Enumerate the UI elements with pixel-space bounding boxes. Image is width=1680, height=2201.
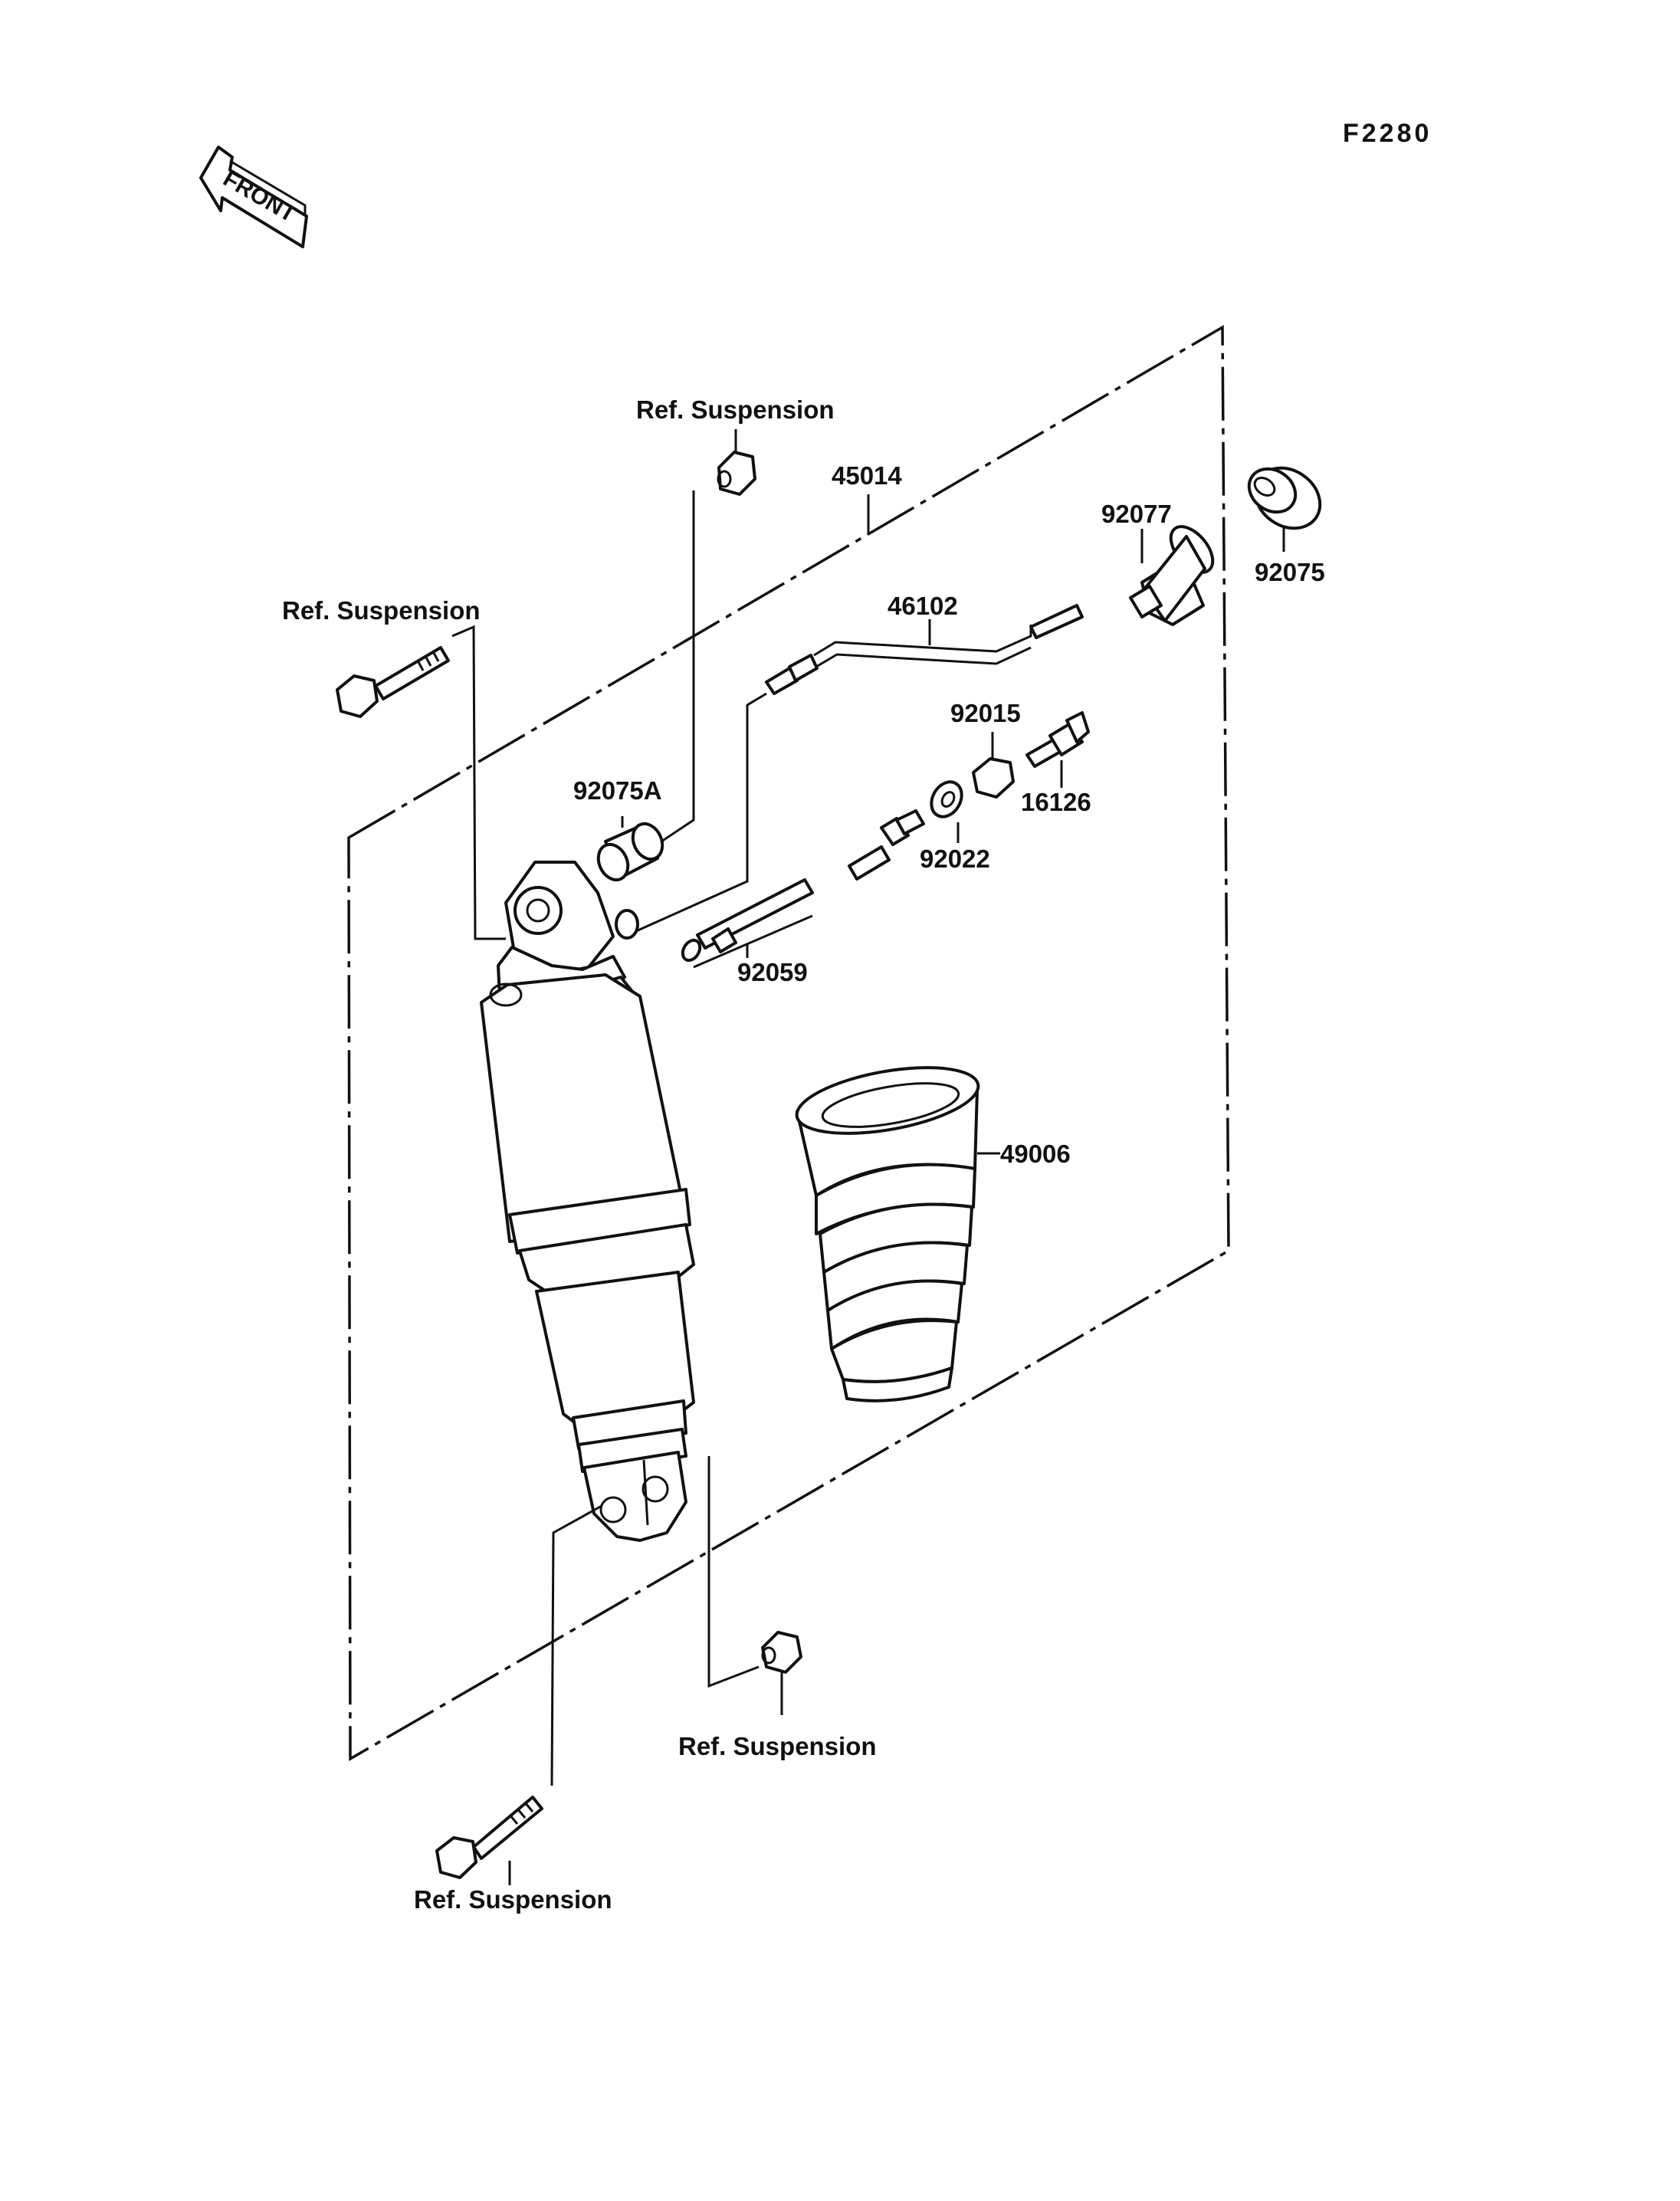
bottom-nut-icon: [761, 1631, 802, 1674]
label-45014: 45014: [832, 461, 902, 490]
adjuster-92077-icon: [1129, 525, 1215, 626]
label-92075: 92075: [1255, 558, 1325, 586]
label-92015: 92015: [950, 699, 1021, 727]
label-ref-suspension-top-bolt: Ref. Suspension: [282, 596, 481, 625]
label-92059: 92059: [737, 958, 808, 986]
label-ref-suspension-bottom-nut: Ref. Suspension: [678, 1732, 877, 1760]
front-arrow-icon: FRONT: [199, 146, 308, 248]
label-49006: 49006: [1000, 1140, 1071, 1168]
label-ref-suspension-top-nut: Ref. Suspension: [636, 395, 835, 424]
boot-49006-icon: [795, 1066, 980, 1402]
label-92077: 92077: [1101, 500, 1172, 528]
nut-92015-icon: [972, 757, 1015, 799]
assembly-outline: [347, 324, 1230, 1762]
valve-16126-icon: [1025, 711, 1090, 768]
label-ref-suspension-bottom-bolt: Ref. Suspension: [414, 1885, 612, 1914]
hose-92059-icon: [681, 809, 925, 963]
bushing-92075A-icon: [596, 822, 664, 882]
label-46102: 46102: [888, 592, 958, 620]
grommet-92075-icon: [1247, 466, 1322, 530]
bottom-bolt-icon: [435, 1796, 543, 1879]
shock-absorber-icon: [480, 861, 695, 1542]
figure-code: F2280: [1343, 119, 1432, 148]
top-bolt-icon: [336, 646, 450, 718]
label-16126: 16126: [1021, 788, 1091, 816]
top-nut-icon: [717, 451, 756, 496]
remote-cable-46102-icon: [765, 604, 1084, 695]
washer-92022-icon: [930, 780, 963, 818]
label-92075A: 92075A: [573, 776, 662, 805]
label-92022: 92022: [920, 845, 990, 873]
